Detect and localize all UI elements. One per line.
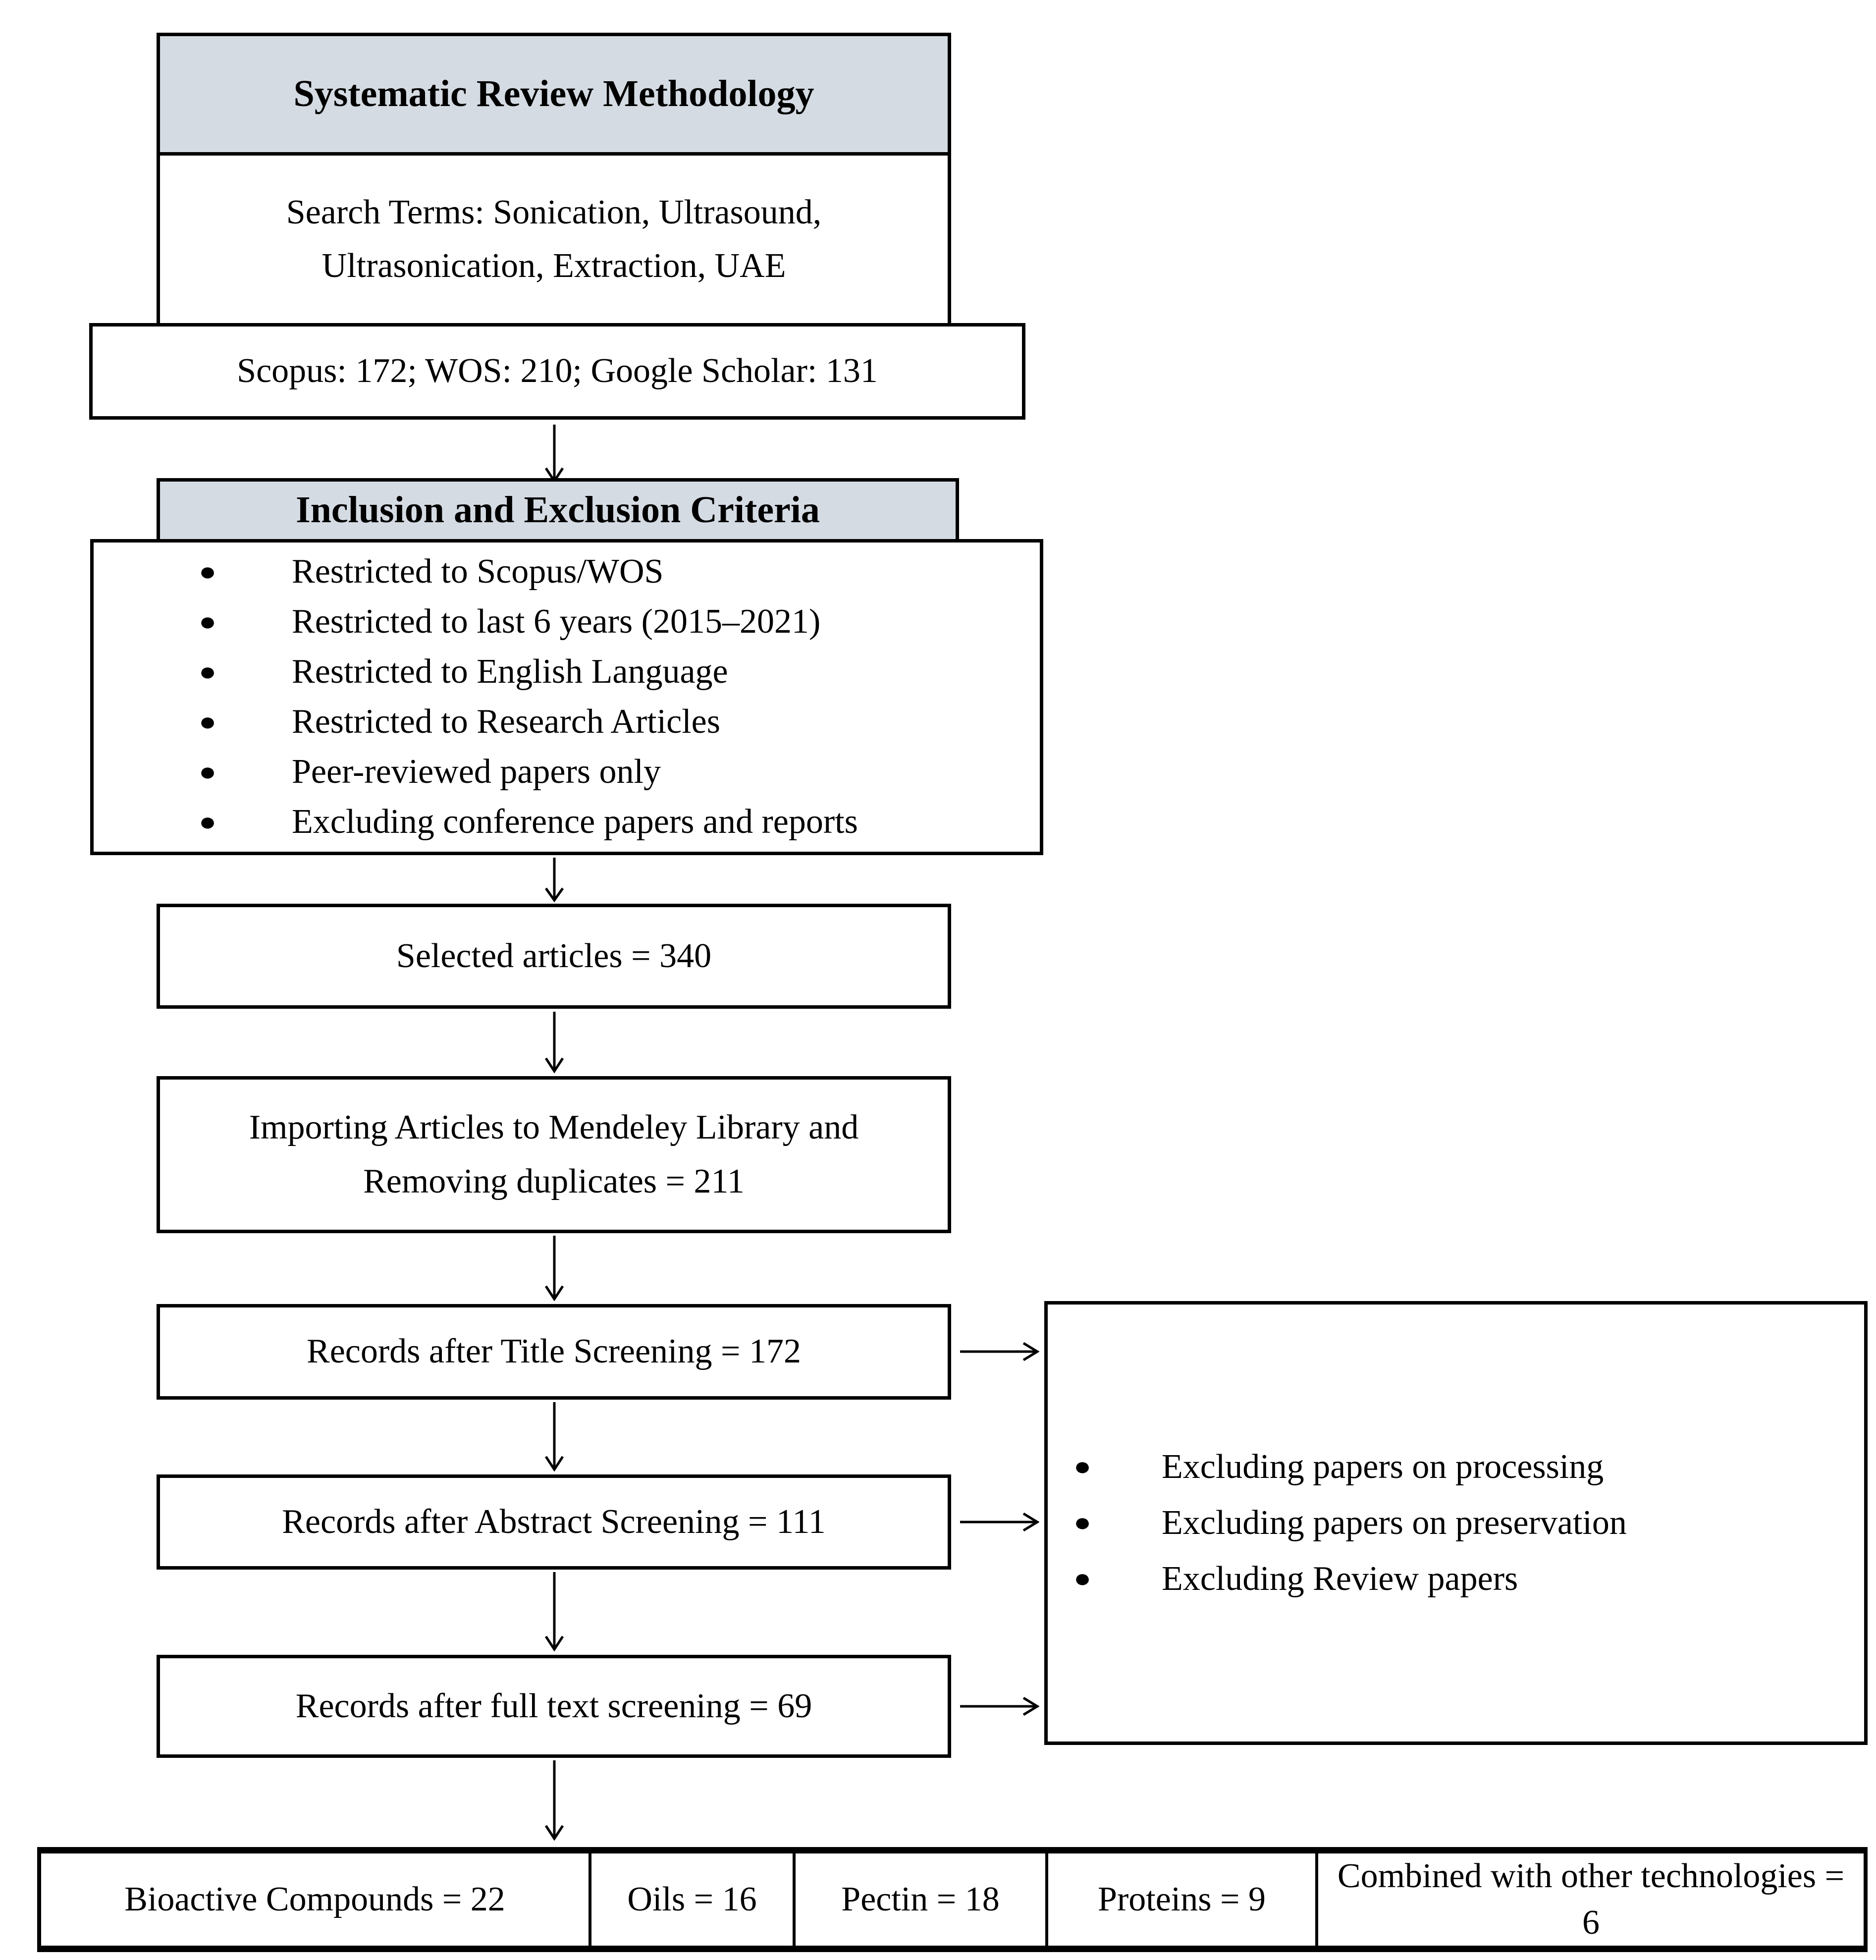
- bullet-icon: ●: [199, 657, 217, 686]
- result-cell-text: Proteins = 9: [1098, 1880, 1266, 1918]
- results-row: Bioactive Compounds = 22 Oils = 16 Pecti…: [37, 1847, 1868, 1952]
- search-terms-box: Search Terms: Sonication, Ultrasound, Ul…: [157, 152, 951, 327]
- exclusion-item: ● Excluding papers on processing: [1048, 1439, 1864, 1495]
- criteria-header-box: Inclusion and Exclusion Criteria: [157, 478, 959, 543]
- criteria-list: ● Restricted to Scopus/WOS ● Restricted …: [94, 547, 1040, 847]
- title-screening-box: Records after Title Screening = 172: [157, 1304, 951, 1400]
- bullet-icon: ●: [199, 557, 217, 586]
- bullet-icon: ●: [199, 708, 217, 736]
- result-cell-proteins: Proteins = 9: [1045, 1853, 1315, 1946]
- arrow-right-icon: [960, 1696, 1039, 1716]
- criteria-item-text: Restricted to English Language: [292, 653, 728, 691]
- fulltext-screening-box: Records after full text screening = 69: [157, 1655, 951, 1758]
- criteria-item: ● Peer-reviewed papers only: [94, 747, 1040, 797]
- result-cell-text: Bioactive Compounds = 22: [124, 1880, 505, 1918]
- result-cell-bioactive: Bioactive Compounds = 22: [41, 1853, 589, 1946]
- bullet-icon: ●: [199, 808, 217, 836]
- arrow-down-icon: [544, 425, 564, 483]
- bullet-icon: ●: [1073, 1453, 1092, 1481]
- result-cell-text: Pectin = 18: [841, 1880, 1000, 1918]
- arrow-down-icon: [544, 1760, 564, 1841]
- result-cell-combined: Combined with other technologies = 6: [1315, 1853, 1864, 1946]
- exclusion-item-text: Excluding Review papers: [1162, 1559, 1518, 1598]
- criteria-item-text: Restricted to last 6 years (2015–2021): [292, 602, 821, 641]
- result-cell-pectin: Pectin = 18: [793, 1853, 1045, 1946]
- criteria-item-text: Peer-reviewed papers only: [292, 753, 661, 791]
- fulltext-screening-text: Records after full text screening = 69: [295, 1687, 812, 1725]
- criteria-item: ● Restricted to Research Articles: [94, 697, 1040, 747]
- methodology-title: Systematic Review Methodology: [293, 73, 814, 115]
- result-cell-text: Combined with other technologies = 6: [1337, 1856, 1845, 1942]
- selected-articles-box: Selected articles = 340: [157, 904, 951, 1009]
- result-cell-oils: Oils = 16: [589, 1853, 793, 1946]
- criteria-item-text: Restricted to Research Articles: [292, 703, 720, 741]
- criteria-item: ● Restricted to English Language: [94, 647, 1040, 697]
- importing-text: Importing Articles to Mendeley Library a…: [249, 1108, 859, 1200]
- bullet-icon: ●: [199, 758, 217, 786]
- bullet-icon: ●: [1073, 1565, 1092, 1593]
- criteria-item-text: Restricted to Scopus/WOS: [292, 552, 664, 591]
- importing-box: Importing Articles to Mendeley Library a…: [157, 1076, 951, 1233]
- exclusion-item: ● Excluding Review papers: [1048, 1551, 1864, 1607]
- selected-articles-text: Selected articles = 340: [396, 936, 712, 975]
- exclusion-item-text: Excluding papers on processing: [1162, 1447, 1604, 1486]
- title-screening-text: Records after Title Screening = 172: [307, 1332, 801, 1371]
- criteria-item: ● Restricted to Scopus/WOS: [94, 547, 1040, 597]
- search-terms-text: Search Terms: Sonication, Ultrasound, Ul…: [286, 193, 822, 285]
- arrow-down-icon: [544, 1236, 564, 1301]
- criteria-item: ● Restricted to last 6 years (2015–2021): [94, 597, 1040, 647]
- bullet-icon: ●: [199, 607, 217, 636]
- arrow-down-icon: [544, 1402, 564, 1471]
- methodology-header-box: Systematic Review Methodology: [157, 33, 951, 156]
- sources-count-text: Scopus: 172; WOS: 210; Google Scholar: 1…: [237, 352, 878, 390]
- arrow-down-icon: [544, 1012, 564, 1073]
- abstract-screening-text: Records after Abstract Screening = 111: [282, 1502, 826, 1541]
- exclusion-reasons-box: ● Excluding papers on processing ● Exclu…: [1044, 1301, 1868, 1745]
- bullet-icon: ●: [1073, 1509, 1092, 1537]
- abstract-screening-box: Records after Abstract Screening = 111: [157, 1474, 951, 1570]
- exclusion-item-text: Excluding papers on preservation: [1162, 1503, 1627, 1542]
- arrow-down-icon: [544, 1572, 564, 1651]
- arrow-right-icon: [960, 1342, 1039, 1361]
- criteria-item: ● Excluding conference papers and report…: [94, 797, 1040, 847]
- sources-count-box: Scopus: 172; WOS: 210; Google Scholar: 1…: [89, 323, 1025, 420]
- arrow-down-icon: [544, 858, 564, 902]
- criteria-item-text: Excluding conference papers and reports: [292, 803, 858, 841]
- exclusion-item: ● Excluding papers on preservation: [1048, 1495, 1864, 1551]
- arrow-right-icon: [960, 1512, 1039, 1532]
- criteria-box: ● Restricted to Scopus/WOS ● Restricted …: [90, 539, 1043, 855]
- exclusion-list: ● Excluding papers on processing ● Exclu…: [1048, 1439, 1864, 1607]
- result-cell-text: Oils = 16: [627, 1880, 757, 1918]
- criteria-title: Inclusion and Exclusion Criteria: [296, 489, 820, 531]
